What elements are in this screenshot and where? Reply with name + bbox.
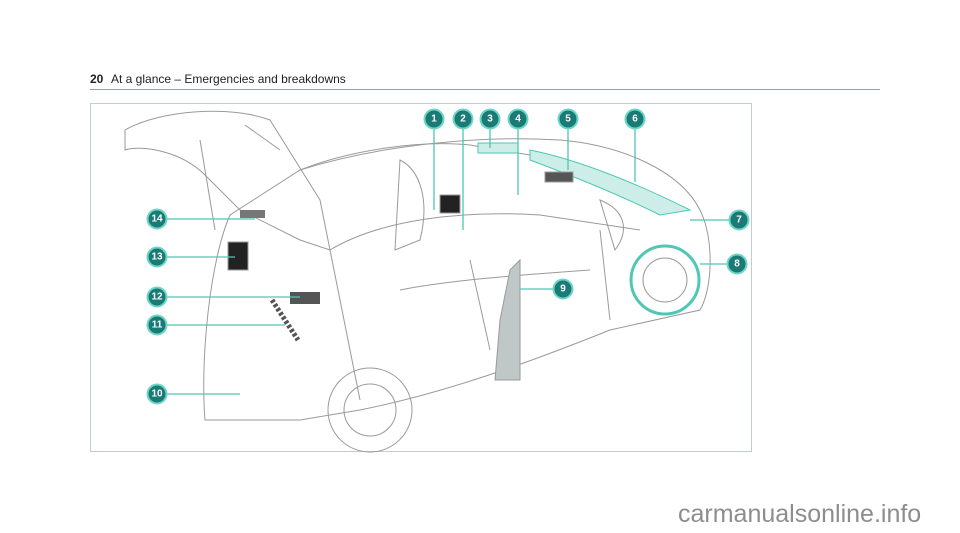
vehicle-illustration-frame — [90, 103, 752, 452]
callout-7: 7 — [728, 209, 750, 231]
callout-8: 8 — [726, 253, 748, 275]
callout-4: 4 — [507, 108, 529, 130]
callout-14: 14 — [146, 208, 168, 230]
callout-2: 2 — [452, 108, 474, 130]
header-rule — [90, 89, 880, 90]
callout-1: 1 — [423, 108, 445, 130]
callout-10: 10 — [146, 383, 168, 405]
callout-6: 6 — [624, 108, 646, 130]
callout-3: 3 — [479, 108, 501, 130]
callout-9: 9 — [552, 278, 574, 300]
page-number: 20 — [90, 72, 104, 86]
callout-11: 11 — [146, 314, 168, 336]
watermark: carmanualsonline.info — [678, 500, 922, 528]
callout-13: 13 — [146, 246, 168, 268]
callout-12: 12 — [146, 286, 168, 308]
callout-5: 5 — [557, 108, 579, 130]
page-title: At a glance – Emergencies and breakdowns — [111, 72, 346, 86]
